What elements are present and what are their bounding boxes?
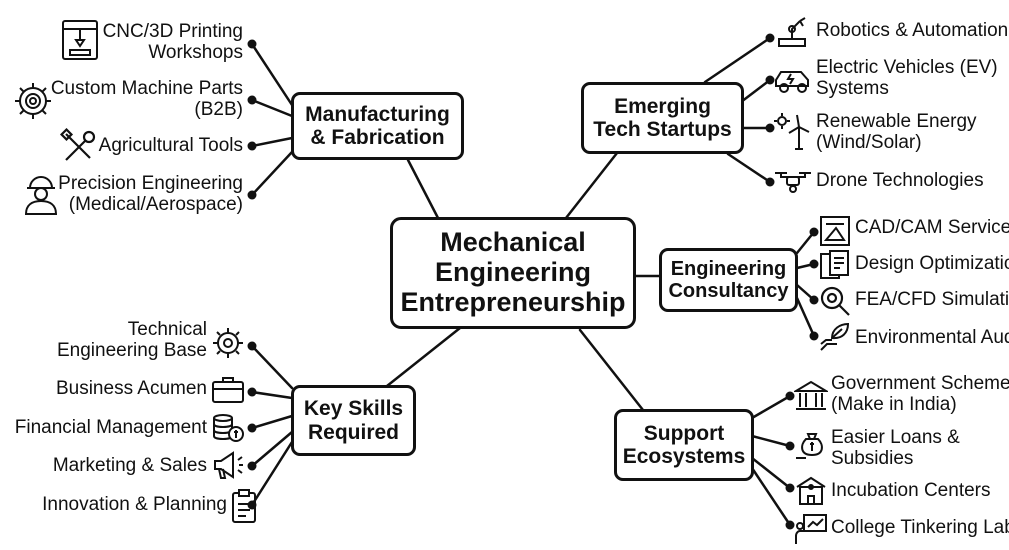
branch-title: Emerging — [614, 94, 711, 118]
robot-arm-icon — [773, 13, 811, 49]
design-docs-icon — [818, 248, 852, 282]
gear-icon — [211, 326, 245, 360]
central-topic-line: Mechanical — [440, 227, 586, 258]
incubator-building-icon — [794, 475, 828, 507]
leaf-college-tinkering-labs: College Tinkering Labs — [831, 517, 1009, 538]
central-topic-box: Mechanical Engineering Entrepreneurship — [390, 217, 636, 329]
branch-title: Engineering — [670, 258, 787, 280]
leaf-cnc-printing: CNC/3D Printing Workshops — [102, 21, 243, 63]
leaf-incubation-centers: Incubation Centers — [831, 480, 991, 501]
branch-emerging-box: Emerging Tech Startups — [581, 82, 744, 154]
magnifier-gear-icon — [818, 284, 852, 318]
branch-title: Required — [307, 420, 399, 444]
cad-drawing-icon — [818, 214, 852, 248]
leaf-cad-cam-services: CAD/CAM Services — [855, 217, 1009, 238]
leaf-electric-vehicles: Electric Vehicles (EV) Systems — [816, 57, 998, 99]
leaf-fea-cfd-simulation: FEA/CFD Simulation — [855, 289, 1009, 310]
leaf-renewable-energy: Renewable Energy (Wind/Solar) — [816, 111, 977, 153]
branch-title: Consultancy — [668, 280, 789, 302]
coins-icon — [211, 410, 245, 444]
connector-center-support — [578, 328, 645, 412]
branch-title: Key Skills — [303, 397, 404, 421]
leaf-design-optimization: Design Optimization — [855, 253, 1009, 274]
lab-presentation-icon — [794, 512, 828, 546]
engineer-icon — [22, 174, 60, 216]
branch-skills-box: Key Skills Required — [291, 385, 416, 456]
branch-title: Support — [643, 421, 725, 445]
branch-title: Manufacturing — [305, 102, 450, 126]
megaphone-icon — [211, 448, 245, 482]
3d-printer-icon — [60, 18, 100, 62]
leaf-financial-management: Financial Management — [14, 417, 207, 438]
clipboard-icon — [230, 488, 260, 524]
branch-title: Tech Startups — [593, 118, 732, 141]
briefcase-icon — [211, 374, 245, 404]
ev-car-icon — [773, 64, 813, 96]
connector-center-emerging — [564, 151, 619, 220]
branch-support-box: Support Ecosystems — [614, 409, 754, 481]
branch-title: & Fabrication — [310, 126, 445, 149]
leaf-agricultural-tools: Agricultural Tools — [98, 135, 243, 156]
drone-icon — [773, 168, 813, 196]
central-topic-line: Engineering — [434, 257, 591, 288]
leaf-custom-machine-parts: Custom Machine Parts (B2B) — [50, 78, 243, 120]
leaf-hand-icon — [818, 320, 852, 354]
gear-icon — [12, 80, 54, 122]
branch-manufacturing-box: Manufacturing & Fabrication — [291, 92, 464, 160]
connector-center-skills — [385, 326, 462, 388]
leaf-precision-engineering: Precision Engineering (Medical/Aerospace… — [58, 173, 243, 215]
leaf-business-acumen: Business Acumen — [55, 378, 207, 399]
tools-icon — [60, 128, 98, 166]
leaf-drone-technologies: Drone Technologies — [816, 170, 984, 191]
leaf-technical-engineering-base: Technical Engineering Base — [57, 319, 207, 361]
central-topic-line: Entrepreneurship — [400, 286, 626, 317]
leaf-innovation-planning: Innovation & Planning — [42, 494, 227, 515]
wind-turbine-icon — [773, 111, 813, 151]
leaf-marketing-sales: Marketing & Sales — [52, 455, 207, 476]
branch-consultancy-box: Engineering Consultancy — [659, 248, 798, 312]
connector-center-manufacturing — [406, 158, 440, 220]
government-building-icon — [794, 379, 828, 413]
leaf-easier-loans: Easier Loans & Subsidies — [831, 427, 960, 469]
branch-title: Ecosystems — [622, 445, 746, 468]
leaf-robotics-automation: Robotics & Automation — [816, 20, 1009, 41]
leaf-environmental-audit: Environmental Audit — [855, 327, 1009, 348]
leaf-government-schemes: Government Schemes (Make in India) — [831, 373, 1009, 415]
money-bag-icon — [794, 428, 828, 462]
